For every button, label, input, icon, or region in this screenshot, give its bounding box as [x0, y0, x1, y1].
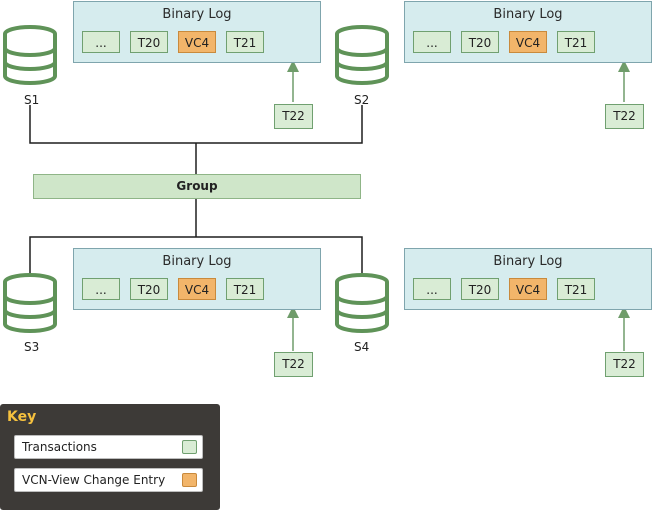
transaction-swatch [182, 440, 197, 454]
binary-log-title: Binary Log [162, 7, 232, 22]
log-entry-t20: T20 [461, 278, 499, 300]
binary-log-title: Binary Log [493, 7, 563, 22]
log-entry-vc4: VC4 [178, 31, 216, 53]
log-entry-t21: T21 [226, 31, 264, 53]
pending-transaction-s3: T22 [274, 352, 313, 377]
log-entry-ellipsis: ... [82, 31, 120, 53]
key-row-view-change: VCN-View Change Entry [14, 468, 203, 492]
pending-transaction-s1: T22 [274, 104, 313, 129]
log-entry-t21: T21 [226, 278, 264, 300]
log-entry-ellipsis: ... [82, 278, 120, 300]
group-connector-bottom [29, 199, 363, 275]
server-label-s1: S1 [24, 93, 40, 107]
key-label-view-change: VCN-View Change Entry [22, 473, 166, 487]
log-entry-t20: T20 [130, 31, 168, 53]
database-icon-s4 [335, 273, 389, 333]
server-label-s3: S3 [24, 340, 40, 354]
log-entry-ellipsis: ... [413, 31, 451, 53]
log-entry-vc4: VC4 [509, 278, 547, 300]
key-panel: Key Transactions VCN-View Change Entry [0, 404, 220, 510]
binary-log-s2: Binary Log ... T20 VC4 T21 [404, 1, 652, 63]
group-connector-top [29, 105, 363, 174]
database-icon-s3 [3, 273, 57, 333]
log-entry-t21: T21 [557, 278, 595, 300]
log-entry-t21: T21 [557, 31, 595, 53]
binary-log-s1: Binary Log ... T20 VC4 T21 [73, 1, 321, 63]
server-label-s4: S4 [354, 340, 370, 354]
binary-log-title: Binary Log [493, 254, 563, 269]
log-entry-vc4: VC4 [178, 278, 216, 300]
database-icon-s2 [335, 25, 389, 85]
key-title: Key [7, 409, 37, 425]
key-label-transactions: Transactions [22, 440, 97, 454]
log-entry-t20: T20 [461, 31, 499, 53]
server-label-s2: S2 [354, 93, 370, 107]
binary-log-s4: Binary Log ... T20 VC4 T21 [404, 248, 652, 310]
group-bar: Group [33, 174, 361, 199]
log-entry-t20: T20 [130, 278, 168, 300]
key-row-transactions: Transactions [14, 435, 203, 459]
pending-transaction-s2: T22 [605, 104, 644, 129]
pending-transaction-s4: T22 [605, 352, 644, 377]
database-icon-s1 [3, 25, 57, 85]
log-entry-ellipsis: ... [413, 278, 451, 300]
binary-log-s3: Binary Log ... T20 VC4 T21 [73, 248, 321, 310]
view-change-swatch [182, 473, 197, 487]
binary-log-title: Binary Log [162, 254, 232, 269]
log-entry-vc4: VC4 [509, 31, 547, 53]
